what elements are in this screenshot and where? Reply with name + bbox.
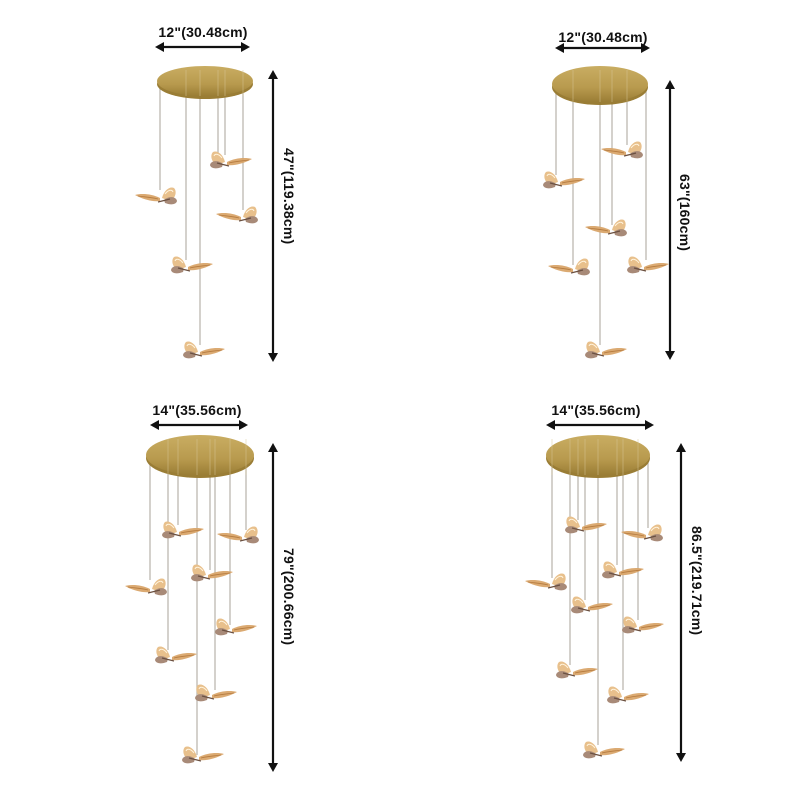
width-label: 14"(35.56cm) [551,402,641,418]
butterfly-pendant [571,596,613,614]
butterfly-pendant [162,521,204,539]
width-label: 14"(35.56cm) [152,402,242,418]
butterfly-pendant [601,141,643,159]
butterfly-pendant [195,684,237,702]
height-dimension-arrow [268,70,278,362]
ceiling-canopy [146,435,254,478]
butterfly-pendants [543,141,669,359]
butterfly-pendant [556,661,598,679]
butterfly-pendant [622,616,664,634]
height-dimension-arrow [665,80,675,360]
ceiling-canopy [552,66,648,105]
width-dimension-arrow [555,43,650,53]
ceiling-canopy [546,435,650,478]
butterfly-pendant [125,578,167,596]
chandelier-variant-1: 12"(30.48cm)47"(119.38cm) [0,0,400,400]
height-dimension-arrow [676,443,686,762]
suspension-wires [555,88,647,345]
width-dimension-arrow [155,42,250,52]
butterfly-pendant [182,746,224,764]
butterfly-pendant [607,686,649,704]
butterfly-pendant [216,206,258,224]
butterfly-pendant [583,741,625,759]
width-label: 12"(30.48cm) [558,29,648,45]
butterfly-pendant [155,646,197,664]
butterfly-pendant [627,256,669,274]
butterfly-pendants [525,516,664,759]
butterfly-pendant [191,564,233,582]
ceiling-canopy [157,66,253,99]
butterfly-pendant [621,524,663,542]
butterfly-pendant [548,258,590,276]
height-dimension-arrow [268,443,278,772]
butterfly-pendant [602,561,644,579]
suspension-wires [551,459,649,745]
height-label: 86.5"(219.71cm) [689,526,705,636]
width-dimension-arrow [150,420,248,430]
width-label: 12"(30.48cm) [158,24,248,40]
chandelier-variant-2: 12"(30.48cm)63"(160cm) [0,0,693,400]
butterfly-pendants [135,151,258,359]
butterfly-pendants [125,521,259,764]
width-dimension-arrow [546,420,654,430]
butterfly-pendant [135,187,177,205]
butterfly-pendant [210,151,252,169]
butterfly-pendant [183,341,225,359]
butterfly-pendant [585,341,627,359]
butterfly-pendant [217,526,259,544]
butterfly-pendant [585,219,627,237]
butterfly-pendant [525,573,567,591]
butterfly-pendant [565,516,607,534]
butterfly-pendant [543,171,585,189]
chandelier-variant-3: 14"(35.56cm)79"(200.66cm) [0,0,400,772]
butterfly-pendant [215,618,257,636]
butterfly-pendant [171,256,213,274]
chandelier-variant-4: 14"(35.56cm) 86.5"(219.71cm) [0,0,705,762]
